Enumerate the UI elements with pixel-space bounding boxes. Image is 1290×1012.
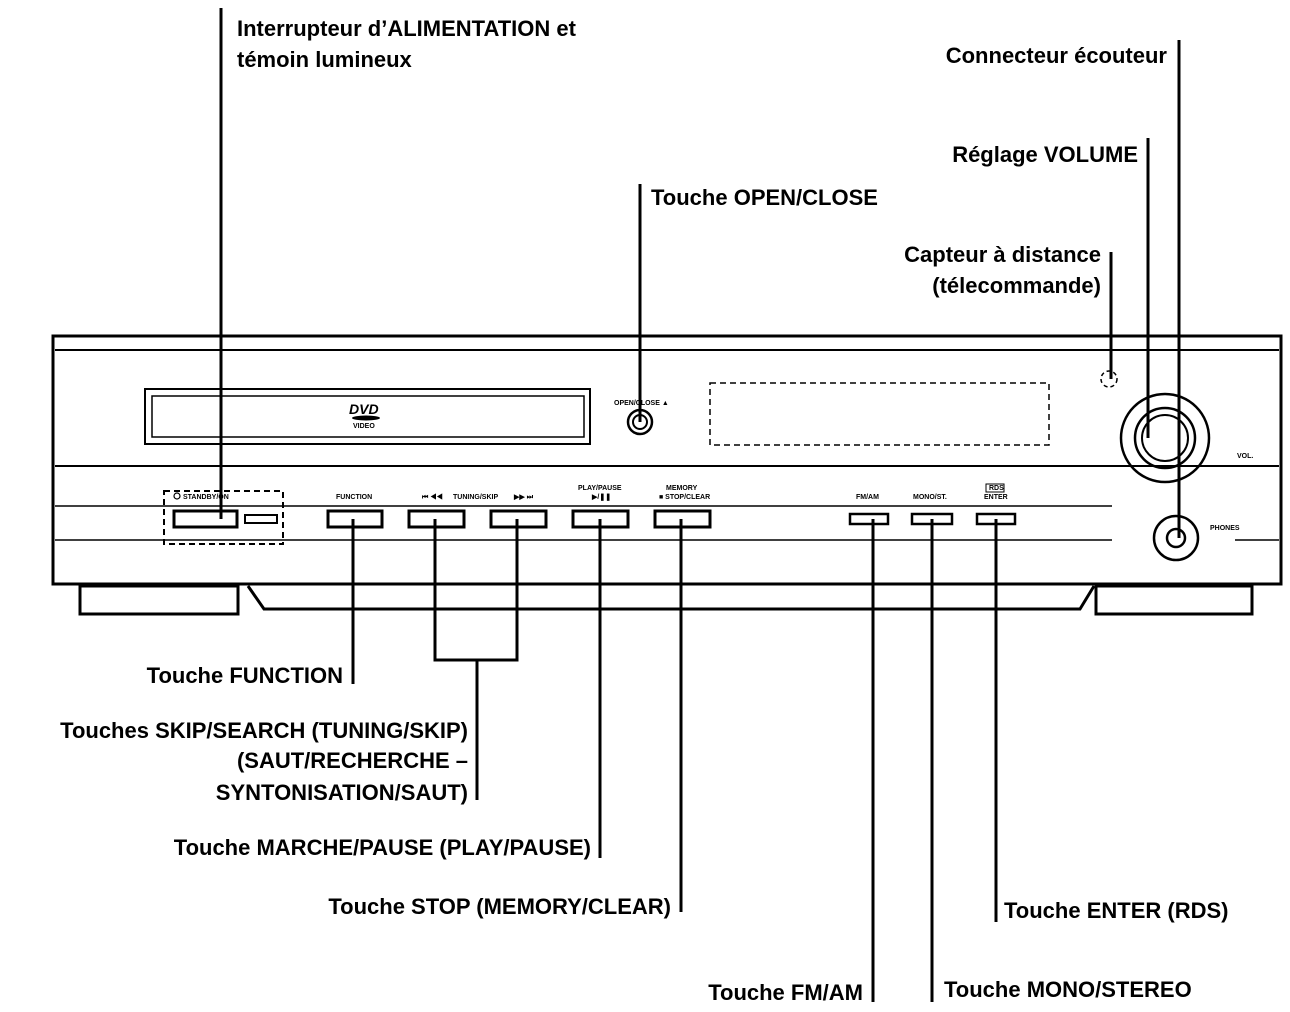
power-icon	[173, 492, 181, 500]
label-function: FUNCTION	[336, 494, 372, 501]
leader-lines	[219, 8, 1181, 1002]
callout-volume: Réglage VOLUME	[952, 142, 1138, 167]
unit-body	[51, 334, 1283, 616]
standby-button[interactable]	[172, 509, 239, 529]
label-fm-am: FM/AM	[856, 494, 879, 501]
callout-skip-line2: (SAUT/RECHERCHE –	[237, 748, 468, 773]
label-tuning-next: ▶▶ ⏭	[513, 494, 534, 501]
label-play-pause-symbol: ▶/❚❚	[591, 493, 611, 501]
label-enter: ENTER	[984, 494, 1008, 501]
callout-play-pause: Touche MARCHE/PAUSE (PLAY/PAUSE)	[174, 835, 591, 860]
fm-am-button[interactable]	[848, 512, 890, 526]
label-tuning: TUNING/SKIP	[453, 494, 498, 501]
label-tuning-prev: ⏮ ◀◀	[422, 493, 443, 501]
phones-jack-inner	[1165, 527, 1187, 549]
volume-knob-outer[interactable]	[1119, 392, 1211, 484]
label-mono-st: MONO/ST.	[913, 494, 947, 501]
label-phones: PHONES	[1210, 525, 1240, 532]
callout-function: Touche FUNCTION	[147, 663, 343, 688]
rds-badge	[985, 483, 1005, 493]
phones-jack-outer[interactable]	[1152, 514, 1200, 562]
callout-power-line2: témoin lumineux	[237, 47, 413, 72]
callout-headphone: Connecteur écouteur	[946, 43, 1168, 68]
disc-tray-inner	[151, 395, 585, 438]
display-window	[709, 382, 1050, 446]
function-button[interactable]	[326, 509, 384, 529]
callout-remote-line2: (télecommande)	[932, 273, 1101, 298]
callout-power-line1: Interrupteur d’ALIMENTATION et	[237, 16, 577, 41]
callout-enter: Touche ENTER (RDS)	[1004, 898, 1228, 923]
label-play-pause: PLAY/PAUSE	[578, 485, 622, 492]
right-foot	[1094, 584, 1254, 616]
dvd-logo-disc	[352, 415, 380, 421]
callout-remote-line1: Capteur à distance	[904, 242, 1101, 267]
front-base	[246, 585, 1096, 611]
callout-skip-line1: Touches SKIP/SEARCH (TUNING/SKIP)	[60, 718, 468, 743]
left-foot	[78, 584, 240, 616]
dvd-logo: DVD	[349, 401, 379, 417]
callout-mono-stereo: Touche MONO/STEREO	[944, 977, 1192, 1002]
video-logo: VIDEO	[353, 423, 375, 430]
callout-open-close: Touche OPEN/CLOSE	[651, 185, 878, 210]
label-stop-clear: ■ STOP/CLEAR	[659, 494, 710, 501]
standby-indicator-lamp	[244, 514, 278, 524]
label-vol: VOL.	[1237, 453, 1253, 460]
callouts: Interrupteur d’ALIMENTATION et témoin lu…	[60, 16, 1228, 1005]
callout-stop: Touche STOP (MEMORY/CLEAR)	[328, 894, 671, 919]
label-rds: RDS	[989, 485, 1004, 492]
label-memory: MEMORY	[666, 485, 698, 492]
remote-sensor	[1100, 370, 1118, 388]
callout-fm-am: Touche FM/AM	[708, 980, 863, 1005]
standby-highlight-box	[163, 490, 284, 545]
chassis-outline	[51, 334, 1283, 586]
callout-skip-line3: SYNTONISATION/SAUT)	[216, 780, 468, 805]
label-standby: STANDBY/ON	[183, 494, 229, 501]
volume-knob-inner	[1141, 414, 1189, 462]
disc-tray-outer	[144, 388, 591, 445]
volume-knob-middle	[1133, 406, 1197, 470]
